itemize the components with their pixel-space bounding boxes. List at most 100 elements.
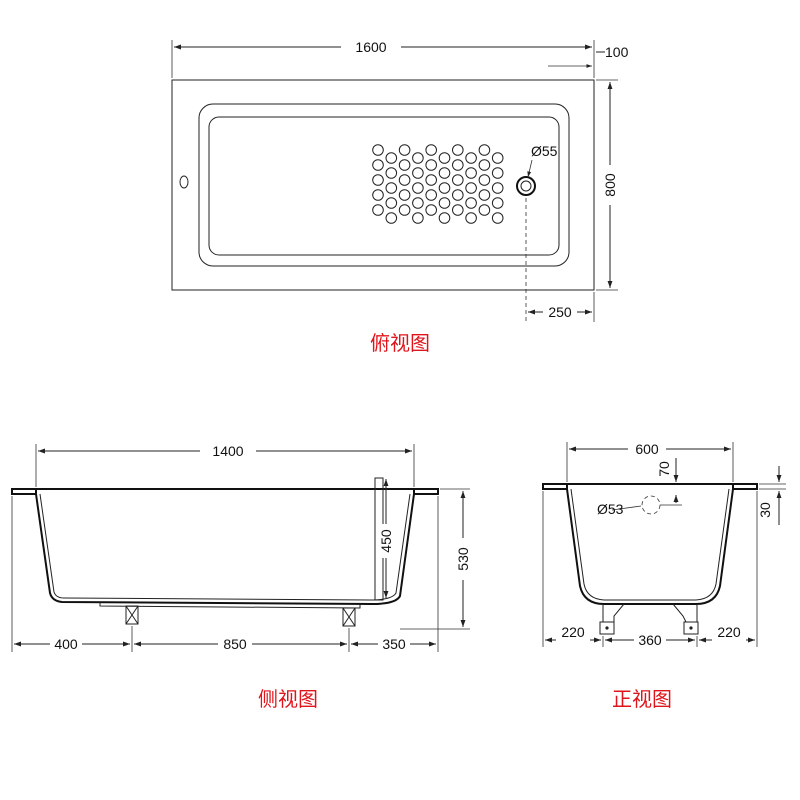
anti-slip-dot	[491, 152, 504, 164]
anti-slip-dot	[412, 212, 424, 224]
anti-slip-dot	[438, 212, 451, 224]
anti-slip-dots	[372, 144, 504, 224]
drain-hole-inner	[520, 180, 532, 192]
dim-label-bg	[377, 524, 395, 558]
anti-slip-dot	[372, 159, 384, 171]
front-middle-label: 360	[638, 632, 662, 648]
front-rim-label: 30	[757, 502, 773, 518]
anti-slip-dot	[372, 204, 384, 216]
anti-slip-dot	[385, 212, 398, 224]
side-view: 1400 450 530 400 850 350 侧视图	[11, 443, 471, 711]
anti-slip-dot	[452, 159, 464, 171]
anti-slip-dot	[425, 144, 438, 156]
anti-slip-dot	[385, 167, 398, 179]
anti-slip-dot	[412, 197, 424, 209]
top-inner-basin-outer	[198, 103, 570, 267]
side-foot-right	[342, 607, 356, 627]
dim-label-bg	[543, 302, 577, 320]
anti-slip-dot	[385, 197, 398, 209]
drain-diameter-label: Ø55	[531, 143, 558, 159]
side-length-label: 1400	[212, 443, 243, 459]
front-foot-left	[599, 603, 625, 635]
top-outer-rim	[171, 79, 595, 291]
top-edge-label: 100	[605, 44, 629, 60]
front-view-title: 正视图	[612, 687, 672, 711]
anti-slip-dot	[425, 204, 438, 216]
anti-slip-dot	[438, 182, 451, 194]
anti-slip-dot	[385, 182, 398, 194]
top-width-label: 800	[602, 173, 618, 197]
side-view-title: 侧视图	[258, 687, 318, 711]
anti-slip-dot	[372, 144, 384, 156]
side-rim-left	[11, 488, 37, 495]
top-length-label: 1600	[355, 39, 386, 55]
front-left-label: 220	[561, 624, 585, 640]
anti-slip-dot	[372, 174, 384, 186]
front-view: Ø53 600 70 30	[542, 441, 786, 711]
side-left-label: 400	[54, 636, 78, 652]
anti-slip-dot	[478, 144, 491, 156]
side-rim-right	[413, 488, 439, 495]
anti-slip-dot	[438, 167, 451, 179]
anti-slip-dot	[425, 159, 438, 171]
anti-slip-dot	[452, 204, 464, 216]
anti-slip-dot	[491, 167, 504, 179]
anti-slip-dot	[438, 197, 451, 209]
top-inner-basin-inner	[208, 116, 560, 256]
side-middle-label: 850	[223, 636, 247, 652]
anti-slip-dot	[398, 144, 411, 156]
anti-slip-dot	[452, 144, 464, 156]
drain-leader	[527, 159, 533, 178]
drain-offset-label: 250	[548, 304, 572, 320]
side-bottom-plate	[99, 602, 361, 609]
front-width-label: 600	[635, 441, 659, 457]
anti-slip-dot	[398, 204, 411, 216]
anti-slip-dot	[385, 152, 398, 164]
top-view-title: 俯视图	[370, 331, 430, 355]
top-view: Ø55 1600 100 800 250 俯视图	[171, 39, 629, 355]
anti-slip-dot	[465, 152, 477, 164]
anti-slip-dot	[491, 197, 504, 209]
anti-slip-dot	[491, 212, 504, 224]
anti-slip-dot	[478, 174, 491, 186]
anti-slip-dot	[478, 189, 491, 201]
anti-slip-dot	[465, 212, 477, 224]
front-overflow-circle	[641, 495, 661, 515]
anti-slip-dot	[372, 189, 384, 201]
anti-slip-dot	[398, 174, 411, 186]
anti-slip-dot	[412, 182, 424, 194]
anti-slip-dot	[465, 182, 477, 194]
anti-slip-dot	[425, 189, 438, 201]
anti-slip-dot	[465, 167, 477, 179]
anti-slip-dot	[452, 189, 464, 201]
overflow-hole	[179, 175, 189, 189]
anti-slip-dot	[478, 159, 491, 171]
overflow-leader	[611, 505, 642, 511]
side-body-outer	[35, 493, 415, 606]
side-drain-pipe	[374, 477, 384, 601]
anti-slip-dot	[425, 174, 438, 186]
side-right-label: 350	[382, 636, 406, 652]
front-right-label: 220	[717, 624, 741, 640]
front-rim-right	[732, 483, 758, 490]
anti-slip-dot	[412, 167, 424, 179]
front-overflow-height-label: 70	[656, 461, 672, 477]
side-foot-left	[125, 605, 139, 625]
front-body-outer	[566, 488, 734, 605]
front-overflow-diameter-label: Ø53	[597, 501, 624, 517]
anti-slip-dot	[398, 159, 411, 171]
anti-slip-dot	[452, 174, 464, 186]
anti-slip-dot	[478, 204, 491, 216]
anti-slip-dot	[491, 182, 504, 194]
side-depth-label: 450	[378, 529, 394, 553]
anti-slip-dot	[412, 152, 424, 164]
front-foot-right	[672, 603, 699, 635]
side-height-label: 530	[455, 547, 471, 571]
front-rim-left	[542, 483, 568, 490]
front-body-inner	[570, 488, 730, 601]
drain-hole	[516, 176, 536, 196]
anti-slip-dot	[438, 152, 451, 164]
anti-slip-dot	[465, 197, 477, 209]
anti-slip-dot	[398, 189, 411, 201]
